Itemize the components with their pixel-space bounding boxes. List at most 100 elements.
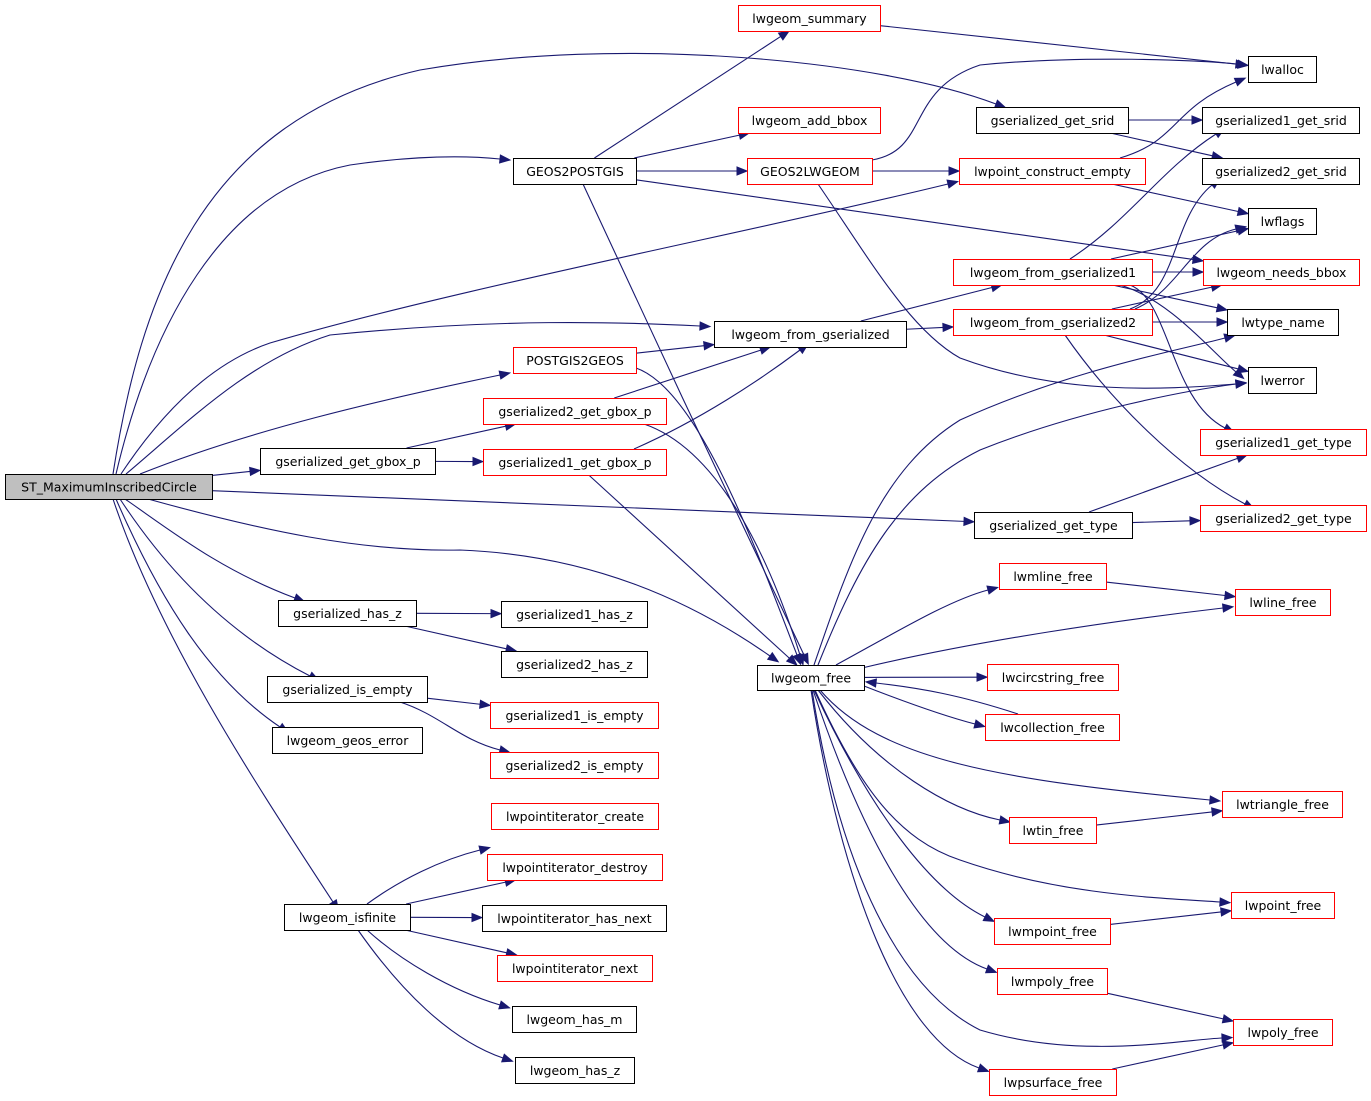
edge-ST_MaximumInscribedCircle-to-POSTGIS2GEOS [139,370,512,475]
node-lwgeom_isfinite[interactable]: lwgeom_isfinite [284,904,411,931]
node-lwgeom_has_z[interactable]: lwgeom_has_z [515,1057,635,1084]
node-box [738,107,881,134]
node-gserialized2_get_srid[interactable]: gserialized2_get_srid [1202,158,1360,185]
node-lwtin_free[interactable]: lwtin_free [1009,817,1097,844]
node-gserialized_is_empty[interactable]: gserialized_is_empty [267,676,428,703]
arrowhead-icon [1221,603,1235,613]
edge-line [366,929,501,1006]
node-gserialized1_get_srid[interactable]: gserialized1_get_srid [1202,107,1360,134]
arrowhead-icon [1220,907,1233,917]
node-label: lwtype_name [1241,315,1325,330]
edge-line [1110,132,1213,157]
node-label: lwpoint_construct_empty [974,164,1131,179]
node-gserialized_get_gbox_p[interactable]: gserialized_get_gbox_p [260,448,436,475]
node-gserialized_get_srid[interactable]: gserialized_get_srid [976,107,1129,134]
node-label: lwtriangle_free [1236,797,1329,812]
edge-line [1119,81,1237,159]
node-lwtriangle_free[interactable]: lwtriangle_free [1222,791,1343,818]
node-lwgeom_free[interactable]: lwgeom_free [757,665,865,691]
node-gserialized1_is_empty[interactable]: gserialized1_is_empty [490,702,659,729]
edge-GEOS2POSTGIS-to-lwgeom_needs_bbox [635,179,1205,265]
node-lwpointiterator_destroy[interactable]: lwpointiterator_destroy [487,854,663,881]
node-lwgeom_from_gserialized[interactable]: lwgeom_from_gserialized [714,321,907,348]
node-box [512,1006,637,1033]
node-label: GEOS2POSTGIS [526,164,624,179]
nodes-layer: ST_MaximumInscribedCircle lwgeom_summaryl… [5,5,1367,1096]
node-POSTGIS2GEOS[interactable]: POSTGIS2GEOS [513,347,637,374]
node-lwline_free[interactable]: lwline_free [1235,589,1331,616]
node-gserialized2_get_type[interactable]: gserialized2_get_type [1200,505,1367,532]
edge-ST_MaximumInscribedCircle-to-gserialized_has_z [124,498,306,603]
node-lwcollection_free[interactable]: lwcollection_free [985,714,1120,741]
node-lwerror[interactable]: lwerror [1248,367,1317,394]
node-lwpointiterator_has_next[interactable]: lwpointiterator_has_next [482,905,667,932]
node-gserialized_has_z[interactable]: gserialized_has_z [278,600,417,627]
edge-line [817,383,1237,666]
node-label: lwpsurface_free [1004,1075,1103,1090]
edge-lwgeom_isfinite-to-lwpointiterator_has_next [409,912,484,923]
node-gserialized1_get_gbox_p[interactable]: gserialized1_get_gbox_p [483,449,667,476]
node-lwpsurface_free[interactable]: lwpsurface_free [989,1069,1117,1096]
node-box [272,727,423,754]
node-gserialized_get_type[interactable]: gserialized_get_type [974,512,1133,539]
node-lwmpoly_free[interactable]: lwmpoly_free [997,968,1108,995]
edge-lwgeom_free-to-lwcircstring_free [863,672,989,682]
node-lwpoly_free[interactable]: lwpoly_free [1233,1019,1333,1046]
node-lwalloc[interactable]: lwalloc [1248,56,1317,83]
node-label: lwgeom_has_z [530,1063,621,1078]
node-lwgeom_geos_error[interactable]: lwgeom_geos_error [272,727,423,754]
edge-line [119,498,311,677]
node-gserialized1_get_type[interactable]: gserialized1_get_type [1200,429,1367,456]
node-lwpoint_free[interactable]: lwpoint_free [1231,892,1335,919]
node-label: lwcircstring_free [1002,670,1105,685]
edge-lwgeom_free-to-lwline_free [861,603,1235,669]
arrowhead-icon [993,99,1007,109]
node-gserialized1_has_z[interactable]: gserialized1_has_z [501,601,648,628]
node-lwmpoint_free[interactable]: lwmpoint_free [994,918,1111,945]
node-lwpointiterator_next[interactable]: lwpointiterator_next [497,955,653,982]
node-lwgeom_has_m[interactable]: lwgeom_has_m [512,1006,637,1033]
edge-line [635,345,705,354]
edge-line [112,52,997,475]
node-label: GEOS2LWGEOM [760,164,860,179]
arrowhead-icon [498,1000,511,1010]
node-label: lwpointiterator_create [506,809,644,824]
node-gserialized2_get_gbox_p[interactable]: gserialized2_get_gbox_p [483,398,667,425]
arrowhead-icon [1224,590,1237,601]
node-box [1202,158,1360,185]
arrowhead-icon [1215,303,1229,313]
arrowhead-icon [976,672,989,682]
edge-line [357,929,504,1059]
node-gserialized2_is_empty[interactable]: gserialized2_is_empty [490,752,659,779]
node-lwgeom_add_bbox[interactable]: lwgeom_add_bbox [738,107,881,134]
node-GEOS2LWGEOM[interactable]: GEOS2LWGEOM [747,158,873,185]
edge-line [1129,184,1213,310]
node-lwmline_free[interactable]: lwmline_free [999,563,1107,590]
edge-lwtin_free-to-lwtriangle_free [1095,807,1224,826]
node-GEOS2POSTGIS[interactable]: GEOS2POSTGIS [513,158,637,185]
arrowhead-icon [948,166,961,176]
node-label: lwflags [1261,214,1305,229]
node-label: ST_MaximumInscribedCircle [21,480,197,495]
node-lwtype_name[interactable]: lwtype_name [1227,309,1339,336]
node-box [284,904,411,931]
node-box [483,449,667,476]
arrowhead-icon [973,719,986,729]
node-lwpoint_construct_empty[interactable]: lwpoint_construct_empty [959,158,1146,185]
node-lwflags[interactable]: lwflags [1248,208,1317,235]
node-lwgeom_summary[interactable]: lwgeom_summary [738,5,881,32]
node-box [501,651,648,678]
node-lwgeom_from_gserialized2[interactable]: lwgeom_from_gserialized2 [953,309,1153,336]
node-lwcircstring_free[interactable]: lwcircstring_free [987,664,1119,691]
node-label: gserialized1_get_type [1215,435,1352,450]
edge-line [582,183,805,656]
node-lwgeom_from_gserialized1[interactable]: lwgeom_from_gserialized1 [953,259,1153,286]
node-label: gserialized1_get_gbox_p [498,455,651,470]
arrowhead-icon [1191,254,1205,265]
edge-ST_MaximumInscribedCircle-to-gserialized_get_gbox_p [211,466,262,477]
arrowhead-icon [1233,77,1247,87]
node-lwgeom_needs_bbox[interactable]: lwgeom_needs_bbox [1203,259,1360,286]
node-gserialized2_has_z[interactable]: gserialized2_has_z [501,651,648,678]
node-lwpointiterator_create[interactable]: lwpointiterator_create [491,803,659,830]
node-label: lwgeom_summary [752,11,867,26]
